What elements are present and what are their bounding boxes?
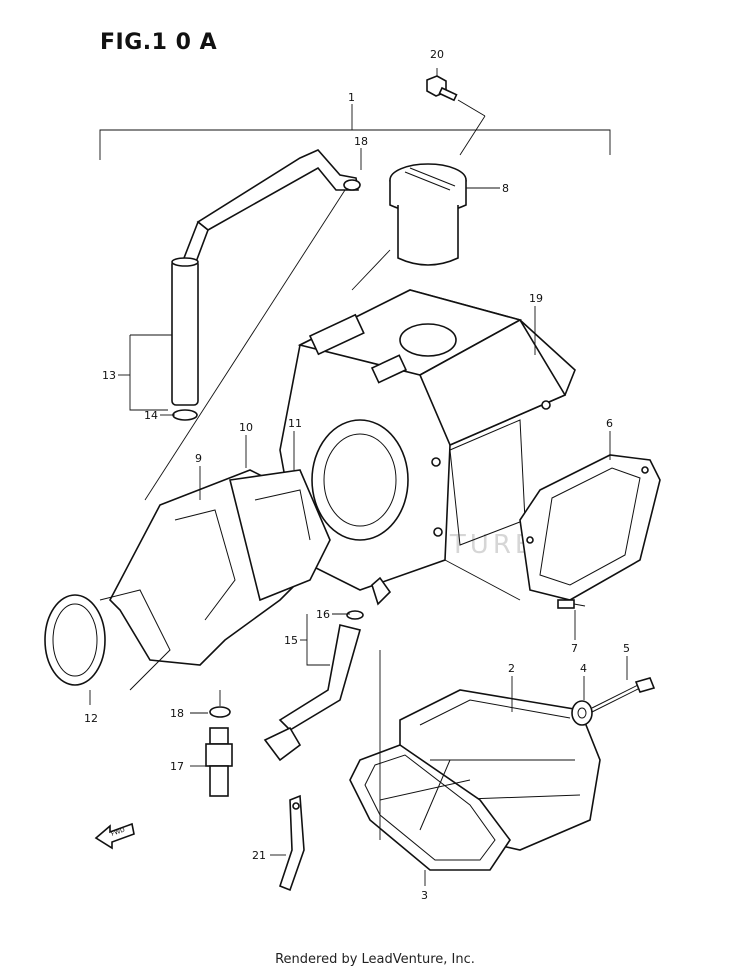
- leader-lines: [89, 148, 628, 886]
- air-cleaner-case-19[interactable]: [279, 289, 576, 606]
- clamp-21[interactable]: [279, 794, 305, 892]
- callout-14: 14: [144, 409, 158, 422]
- drain-hose-15[interactable]: [263, 610, 364, 762]
- assembly-bracket: [99, 104, 611, 160]
- callout-20: 20: [430, 48, 444, 61]
- breather-hose-13[interactable]: [171, 149, 361, 421]
- intake-boot-9[interactable]: [44, 469, 331, 691]
- fwd-label: FWD: [110, 826, 126, 837]
- callout-5: 5: [623, 642, 630, 655]
- callout-19: 19: [529, 292, 543, 305]
- footer-credit: Rendered by LeadVenture, Inc.: [275, 952, 475, 967]
- drain-plug-17[interactable]: [205, 690, 233, 797]
- callout-21: 21: [252, 849, 266, 862]
- callout-16: 16: [316, 608, 330, 621]
- bolt-5[interactable]: [591, 677, 656, 713]
- callout-18-top: 18: [354, 135, 368, 148]
- callout-12: 12: [84, 712, 98, 725]
- fwd-arrow-icon: FWD: [94, 822, 135, 850]
- callout-10: 10: [239, 421, 253, 434]
- callout-labels: 1 20 18 8 13 14 19 6 11 10 9 16 15 7 5 4…: [84, 48, 630, 902]
- callout-15: 15: [284, 634, 298, 647]
- figure-title: FIG.1 0 A: [100, 30, 218, 55]
- callout-18-bottom: 18: [170, 707, 184, 720]
- bolt-20[interactable]: [426, 68, 486, 156]
- callout-7: 7: [571, 642, 578, 655]
- cap-8[interactable]: [389, 163, 500, 266]
- callout-17: 17: [170, 760, 184, 773]
- callout-8: 8: [502, 182, 509, 195]
- callout-6: 6: [606, 417, 613, 430]
- callout-1: 1: [348, 91, 355, 104]
- callout-4: 4: [580, 662, 587, 675]
- callout-9: 9: [195, 452, 202, 465]
- washer-4[interactable]: [571, 700, 593, 726]
- callout-11: 11: [288, 417, 302, 430]
- callout-3: 3: [421, 889, 428, 902]
- callout-13: 13: [102, 369, 116, 382]
- element-frame-3[interactable]: [349, 744, 511, 871]
- screw-7[interactable]: [557, 599, 586, 609]
- callout-2: 2: [508, 662, 515, 675]
- cover-6[interactable]: [519, 454, 661, 601]
